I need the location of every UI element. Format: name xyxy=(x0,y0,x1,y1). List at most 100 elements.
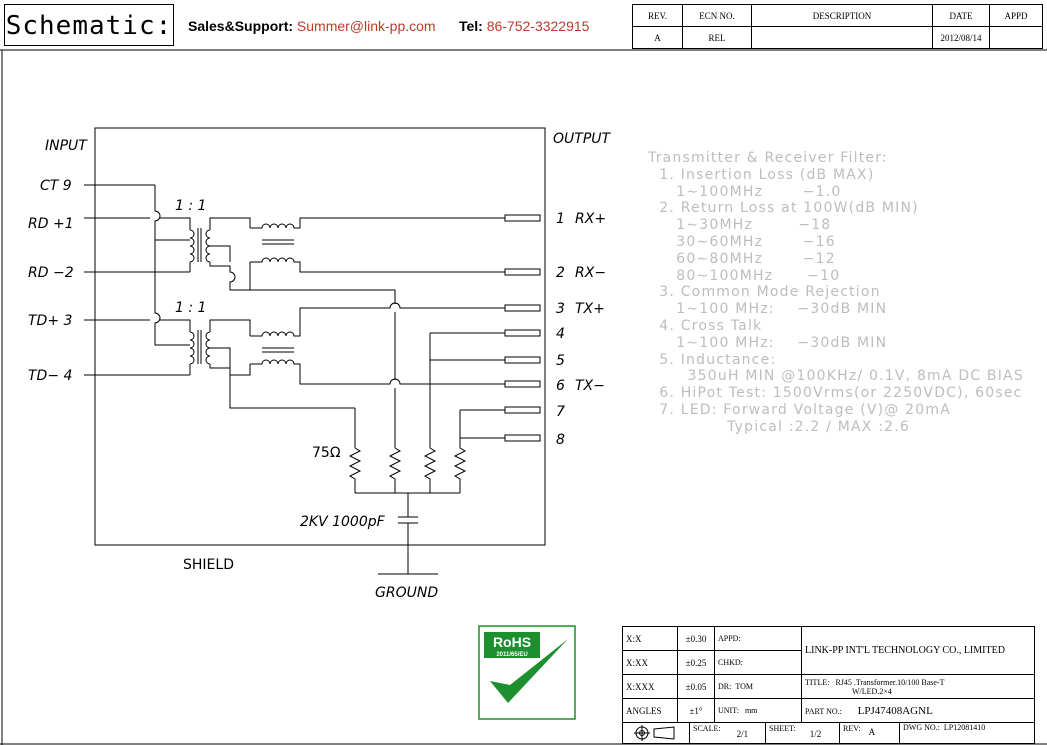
spec-line: 5. Inductance: xyxy=(648,351,777,368)
ratio-bottom: 1 : 1 xyxy=(175,300,206,316)
part-label: PART NO.: xyxy=(805,706,842,716)
unit-value: mm xyxy=(744,706,758,715)
pin-ct9: CT 9 xyxy=(40,178,72,194)
rev-value: A xyxy=(868,727,876,737)
appd-label: APPD: xyxy=(714,626,802,651)
support-info: Sales&Support: Summer@link-pp.com Tel: 8… xyxy=(188,18,589,34)
tb-row-3: X:XXX ±0.05 DR: TOM TITLE: RJ45 .Transfo… xyxy=(622,674,1035,699)
spec-line: 6. HiPot Test: 1500Vrms(or 2250VDC), 60s… xyxy=(648,385,1023,402)
spec-line: 350uH MIN @100KHz/ 0.1V, 8mA DC BIAS xyxy=(648,368,1024,385)
part-cell: PART NO.: LPJ47408AGNL xyxy=(801,698,1035,723)
output-pin-3 xyxy=(504,304,541,312)
title-value-1: RJ45 .Transformer.10/100 Base-T xyxy=(835,677,945,687)
revision-row: A REL 2012/08/14 xyxy=(632,26,1043,49)
right-pin-4-num: 4 xyxy=(556,326,565,342)
output-pin-6 xyxy=(504,380,541,388)
tb-row-4: ANGLES ±1° UNIT: mm PART NO.: LPJ47408AG… xyxy=(622,698,1035,723)
output-pin-5 xyxy=(504,356,541,364)
pin-td-plus: TD+ 3 xyxy=(28,313,72,329)
tel-label: Tel: xyxy=(458,18,483,34)
tb-row-5: SCALE: 2/1 SHEET: 1/2 REV: A DWG NO.: LP120… xyxy=(622,722,1035,744)
sheet-label: SHEET: xyxy=(769,724,796,733)
tel-number: 86-752-3322915 xyxy=(486,18,590,34)
output-pin-1 xyxy=(504,214,541,222)
spec-line: 3. Common Mode Rejection xyxy=(648,284,881,301)
support-label: Sales&Support: xyxy=(188,18,294,34)
revision-header-row: REV. ECN NO. DESCRIPTION DATE APPD xyxy=(632,4,1043,27)
right-pin-6-name: TX− xyxy=(575,378,605,394)
revision-table: REV. ECN NO. DESCRIPTION DATE APPD A REL… xyxy=(632,4,1043,49)
spec-line: 1∼30MHz −18 xyxy=(648,217,832,234)
title-label: TITLE: xyxy=(805,677,830,687)
scale-label: SCALE: xyxy=(693,724,721,733)
spec-line: 7. LED: Forward Voltage (V)@ 20mA xyxy=(648,401,951,418)
right-pin-1-name: RX+ xyxy=(575,211,606,227)
output-pin-8 xyxy=(504,434,541,442)
capacitor-label: 2KV 1000pF xyxy=(300,514,386,530)
tol-value-2: ±0.25 xyxy=(677,650,715,675)
tol-label-4: ANGLES xyxy=(622,698,678,723)
sheet-value: 1/2 xyxy=(809,729,822,739)
projection-icon xyxy=(634,725,675,741)
output-label: OUTPUT xyxy=(553,131,612,147)
rev-label: REV: xyxy=(843,724,861,733)
ratio-top: 1 : 1 xyxy=(175,198,206,214)
right-pin-8-num: 8 xyxy=(556,432,565,448)
spec-line: Typical :2.2 / MAX :2.6 xyxy=(648,418,911,435)
spec-line: 1∼100MHz −1.0 xyxy=(648,183,842,200)
circuit-wires xyxy=(84,184,505,575)
tol-value-4: ±1° xyxy=(677,698,715,723)
spec-line: 4. Cross Talk xyxy=(648,317,763,334)
output-pin-4 xyxy=(504,329,541,337)
tb-row-2: X:XX ±0.25 CHKD: xyxy=(622,650,1035,675)
company-name: LINK-PP INT'L TECHNOLOGY CO., LIMITED xyxy=(801,626,1035,675)
right-pin-6-num: 6 xyxy=(556,378,565,394)
scale-cell: SCALE: 2/1 xyxy=(690,723,766,743)
dwg-cell: DWG NO.: LP12081410 xyxy=(900,723,1034,743)
dr-value: TOM xyxy=(735,682,753,691)
right-pin-1-num: 1 xyxy=(556,211,565,227)
input-label: INPUT xyxy=(45,138,88,154)
tb-footer: SCALE: 2/1 SHEET: 1/2 REV: A DWG NO.: LP120… xyxy=(622,722,1035,744)
projection-symbol-icon xyxy=(623,723,690,743)
tb-footer-row: SCALE: 2/1 SHEET: 1/2 REV: A DWG NO.: LP120… xyxy=(623,723,1034,743)
pin-rd-plus: RD +1 xyxy=(28,216,74,232)
resistor-label: 75Ω xyxy=(312,445,341,461)
tol-value-1: ±0.30 xyxy=(677,626,715,651)
unit-label: UNIT: xyxy=(718,706,739,715)
pin-rd-minus: RD −2 xyxy=(28,265,74,281)
right-pin-2-num: 2 xyxy=(556,265,565,281)
chkd-label: CHKD: xyxy=(714,650,802,675)
check-icon xyxy=(490,639,568,703)
part-value: LPJ47408AGNL xyxy=(857,704,933,717)
unit-cell: UNIT: mm xyxy=(714,698,802,723)
rohs-banner xyxy=(484,632,540,658)
support-email[interactable]: Summer@link-pp.com xyxy=(296,18,436,34)
spec-line: 60∼80MHz −12 xyxy=(648,250,836,267)
dr-label: DR: xyxy=(718,682,732,691)
right-pin-7-num: 7 xyxy=(556,404,565,420)
output-pins xyxy=(504,214,541,442)
tol-label-3: X:XXX xyxy=(622,674,678,699)
spec-title: Transmitter & Receiver Filter: xyxy=(648,150,888,166)
title-block: X:X ±0.30 APPD: LINK-PP INT'L TECHNOLOGY… xyxy=(622,626,1035,744)
appd-cell xyxy=(989,26,1043,49)
spec-line: 2. Return Loss at 100W(dB MIN) xyxy=(648,200,919,217)
filter-specifications: Transmitter & Receiver Filter: 1. Insert… xyxy=(648,150,1024,436)
tol-value-3: ±0.05 xyxy=(677,674,715,699)
right-pin-3-name: TX+ xyxy=(575,301,605,317)
dwg-label: DWG NO.: xyxy=(903,723,940,732)
spec-line: 80∼100MHz −10 xyxy=(648,267,841,284)
spec-line: 1∼100 MHz: −30dB MIN xyxy=(648,301,888,318)
spec-line: 1. Insertion Loss (dB MAX) xyxy=(648,166,875,183)
output-pin-7 xyxy=(504,406,541,414)
spec-line: 30∼60MHz −16 xyxy=(648,233,836,250)
rev-cell: REV: A xyxy=(840,723,900,743)
package-outline xyxy=(94,127,546,546)
rohs-subtext: 2011/65/EU xyxy=(496,652,527,658)
scale-value: 2/1 xyxy=(736,729,749,739)
tol-label-2: X:XX xyxy=(622,650,678,675)
page-title: Schematic: xyxy=(4,4,174,46)
dwg-value: LP12081410 xyxy=(943,723,986,732)
